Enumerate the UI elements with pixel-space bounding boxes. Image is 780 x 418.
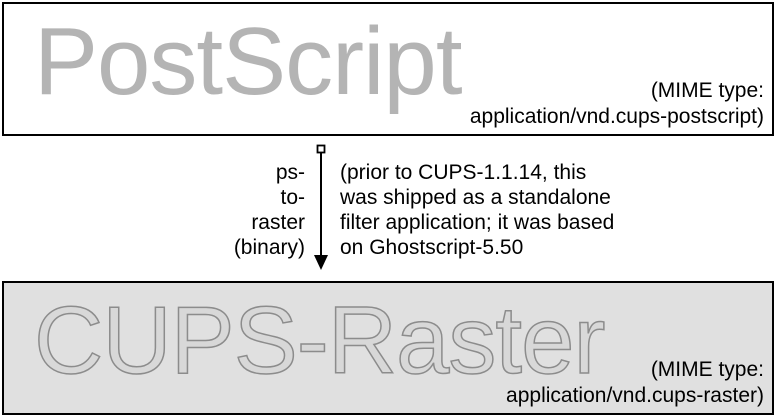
cups-raster-title: CUPS-Raster: [33, 287, 606, 394]
filter-name-line-1: ps-: [275, 161, 305, 184]
filter-name-line-3: raster: [251, 211, 305, 234]
cups-raster-mime-type: (MIME type: application/vnd.cups-raster): [506, 357, 764, 409]
filter-name-line-4: (binary): [233, 236, 305, 259]
cups-raster-format-box: CUPS-Raster (MIME type: application/vnd.…: [2, 281, 774, 415]
postscript-format-box: PostScript (MIME type: application/vnd.c…: [2, 2, 774, 136]
filter-name-line-2: to-: [280, 186, 305, 209]
postscript-title: PostScript: [34, 8, 462, 115]
filter-note-line-3: filter application; it was based: [340, 211, 615, 234]
postscript-mime-type: (MIME type: application/vnd.cups-postscr…: [470, 78, 764, 130]
filter-name-label: ps- to- raster (binary): [234, 160, 305, 260]
filter-note-line-4: on Ghostscript-5.50: [340, 236, 524, 259]
postscript-mime-line-2: application/vnd.cups-postscript): [469, 105, 764, 128]
cups-raster-mime-line-1: (MIME type:: [650, 358, 764, 381]
filter-note: (prior to CUPS-1.1.14, this was shipped …: [340, 160, 614, 260]
arrow-head-icon: [314, 255, 328, 270]
arrow-start-square-icon: [316, 144, 326, 154]
postscript-mime-line-1: (MIME type:: [650, 79, 764, 102]
filter-note-line-2: was shipped as a standalone: [340, 186, 611, 209]
filter-note-line-1: (prior to CUPS-1.1.14, this: [340, 161, 587, 184]
cups-raster-mime-line-2: application/vnd.cups-raster): [506, 384, 764, 407]
